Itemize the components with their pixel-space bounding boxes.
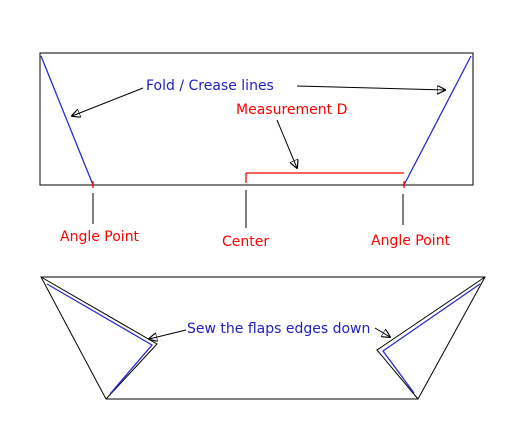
labels: Fold / Crease lines Measurement D Angle … [60, 78, 451, 337]
left-flap-outer [40, 276, 158, 400]
arrow-to-right-flap [374, 327, 390, 337]
leader-lines [72, 86, 445, 339]
sew-flaps-label: Sew the flaps edges down [187, 321, 370, 337]
fold-crease-label: Fold / Crease lines [146, 78, 274, 94]
arrow-to-right-crease [296, 86, 445, 90]
right-flap-edge [382, 283, 481, 394]
left-flap-edge [46, 283, 154, 395]
measurement-d-label: Measurement D [236, 102, 347, 118]
arrow-to-measurement-d [276, 119, 297, 168]
right-angle-point-label: Angle Point [371, 233, 451, 249]
folded-outline [40, 276, 486, 400]
panel-outline [39, 52, 474, 186]
left-angle-point-label: Angle Point [60, 229, 140, 245]
center-label: Center [222, 234, 269, 250]
arrow-to-left-crease [72, 87, 144, 116]
right-flap-outer [376, 276, 486, 400]
left-crease-line [40, 55, 94, 186]
folded-shape [40, 276, 486, 400]
flat-panel [39, 52, 474, 188]
right-crease-line [403, 55, 472, 186]
arrow-to-left-flap [149, 329, 187, 339]
